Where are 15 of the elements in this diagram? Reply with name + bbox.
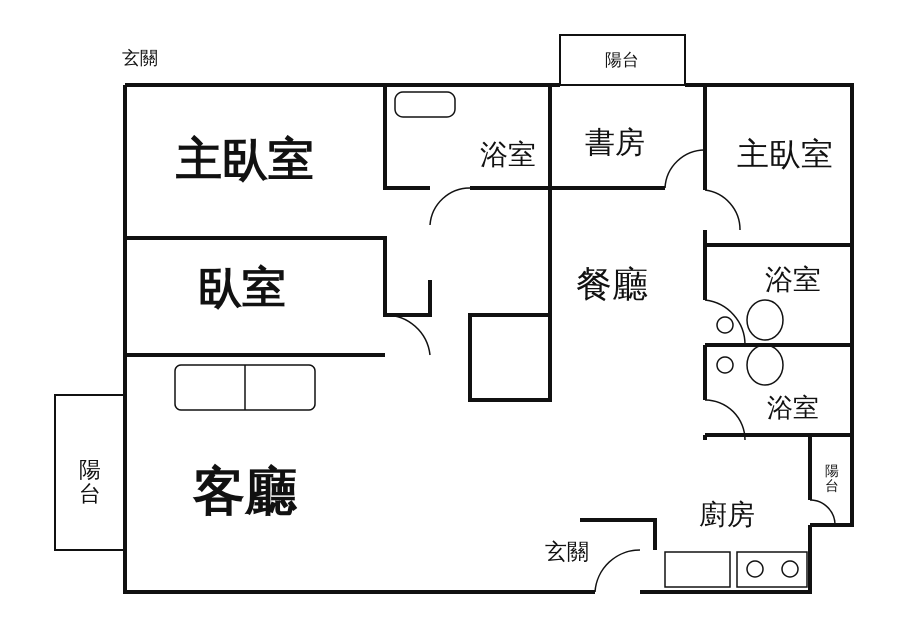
room-label: 廚房 [699, 496, 755, 534]
room-label: 主臥室 [176, 129, 314, 191]
room-label: 客廳 [193, 457, 297, 527]
room-label: 書房 [585, 122, 645, 164]
room-label: 臥室 [198, 258, 286, 318]
area-label: 玄關 [122, 47, 158, 70]
room-label: 浴室 [765, 261, 821, 299]
room-label: 陽台 [79, 458, 101, 508]
room-label: 陽台 [825, 464, 839, 496]
room-label: 餐廳 [576, 260, 648, 310]
area-label: 玄關 [545, 539, 589, 567]
room-label: 浴室 [480, 136, 536, 174]
room-label: 陽台 [605, 48, 639, 72]
room-label: 浴室 [767, 390, 819, 426]
room-label: 主臥室 [737, 133, 833, 177]
